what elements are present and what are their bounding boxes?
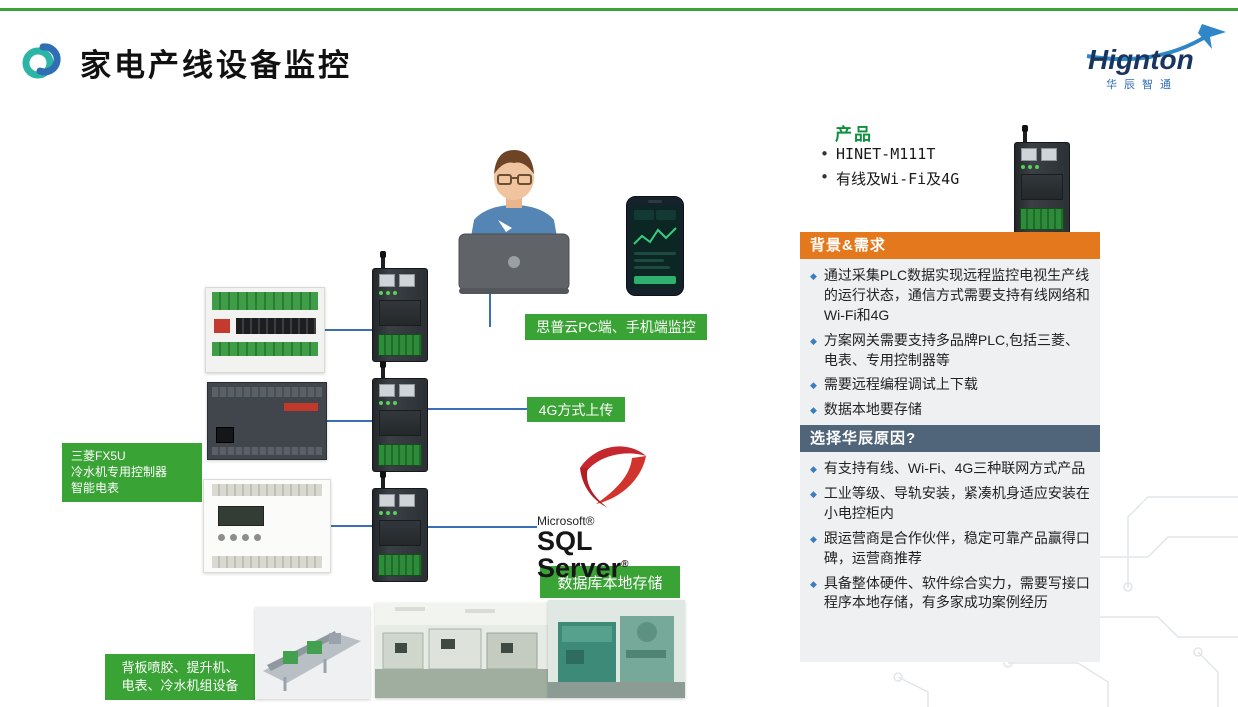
plc-types-line: 冷水机专用控制器 — [71, 465, 168, 480]
microsoft-label: Microsoft® — [537, 514, 595, 528]
dip-switches — [236, 318, 316, 334]
product-item: • HINET-M111T — [820, 145, 936, 163]
requirement-item: ◆ 需要远程编程调试上下载 — [810, 375, 1092, 395]
bullet-diamond-icon: ◆ — [810, 533, 817, 544]
page-title: 家电产线设备监控 — [80, 48, 352, 83]
hinet-gateway-device-2 — [372, 361, 428, 472]
requirement-item: ◆ 数据本地要存储 — [810, 400, 1092, 420]
reason-item: ◆ 有支持有线、Wi-Fi、4G三种联网方式产品 — [810, 459, 1092, 479]
product-item: • 有线及Wi-Fi及4G — [820, 168, 960, 188]
ethernet-port — [216, 427, 234, 443]
background-needs-panel: ◆ 通过采集PLC数据实现远程监控电视生产线的运行状态，通信方式需要支持有线网络… — [800, 259, 1100, 425]
bullet-diamond-icon: ◆ — [810, 405, 817, 416]
background-needs-header: 背景&需求 — [800, 232, 1100, 259]
terminal-block — [378, 444, 422, 466]
bullet-diamond-icon: ◆ — [810, 489, 817, 499]
plc-types-line: 智能电表 — [71, 481, 120, 496]
top-accent-rule — [0, 8, 1238, 11]
company-name: Hignton — [1088, 44, 1194, 75]
bullet-diamond-icon: ◆ — [810, 464, 817, 474]
operator-person-illustration — [458, 150, 570, 294]
antenna-icon — [380, 361, 386, 380]
choose-hignton-header: 选择华辰原因? — [800, 425, 1100, 452]
equipment-types-label: 背板喷胶、提升机、 电表、冷水机组设备 — [105, 654, 255, 701]
plc-device-photo-1 — [205, 287, 325, 373]
bullet-dot-icon: • — [820, 145, 830, 163]
bullet-diamond-icon: ◆ — [810, 578, 817, 589]
bullet-diamond-icon: ◆ — [810, 380, 817, 391]
terminal-block — [212, 556, 322, 568]
sql-server-logo-block: Microsoft® SQL Server® — [537, 436, 687, 582]
terminal-block — [212, 387, 322, 397]
factory-photo-production-line — [375, 603, 548, 698]
terminal-block — [212, 292, 318, 310]
company-tagline: 华辰智通 — [1106, 79, 1178, 91]
bullet-diamond-icon: ◆ — [810, 271, 817, 281]
choose-hignton-panel: ◆ 有支持有线、Wi-Fi、4G三种联网方式产品 ◆ 工业等级、导轨安装，紧凑机… — [800, 452, 1100, 662]
company-logo: Hignton 华辰智通 — [1082, 24, 1232, 91]
product-section-header: 产品 — [835, 125, 873, 144]
mitsubishi-fx5u-plc-photo — [207, 382, 327, 460]
upload-4g-label: 4G方式上传 — [527, 397, 625, 422]
equipment-types-line: 背板喷胶、提升机、 — [121, 660, 239, 675]
product-gateway-photo — [1014, 125, 1070, 236]
lcd-screen — [218, 506, 264, 526]
terminal-block — [212, 342, 318, 356]
antenna-icon — [380, 471, 386, 490]
antenna-icon — [380, 251, 386, 270]
hinet-gateway-device-3 — [372, 471, 428, 582]
bullet-dot-icon: • — [820, 168, 830, 186]
factory-photo-conveyor — [255, 607, 370, 699]
terminal-block — [212, 484, 322, 496]
terminal-block — [378, 554, 422, 576]
reason-item: ◆ 工业等级、导轨安装，紧凑机身适应安装在小电控柜内 — [810, 484, 1092, 524]
antenna-icon — [1022, 125, 1028, 144]
bullet-diamond-icon: ◆ — [810, 335, 817, 346]
component — [214, 319, 230, 333]
sql-server-logo-icon — [580, 446, 646, 508]
mobile-app-phone — [626, 196, 684, 296]
database-local-storage-label: 数据库本地存储 — [540, 566, 680, 598]
requirement-item: ◆ 方案网关需要支持多品牌PLC,包括三菱、电表、专用控制器等 — [810, 331, 1092, 371]
hinet-gateway-device-1 — [372, 251, 428, 362]
requirement-item: ◆ 通过采集PLC数据实现远程监控电视生产线的运行状态，通信方式需要支持有线网络… — [810, 266, 1092, 326]
reason-item: ◆ 跟运营商是合作伙伴，稳定可靠产品赢得口碑，运营商推荐 — [810, 529, 1092, 569]
terminal-block — [212, 447, 322, 455]
smart-meter-photo — [203, 479, 331, 573]
swoosh-icon — [1086, 24, 1226, 62]
cloud-monitor-label: 思普云PC端、手机端监控 — [525, 314, 707, 340]
brand-label — [284, 403, 318, 411]
brand-logo-icon — [22, 43, 61, 79]
reason-item: ◆ 具备整体硬件、软件综合实力，需要写接口程序本地存储，有多家成功案例经历 — [810, 574, 1092, 614]
terminal-block — [1020, 208, 1064, 230]
plc-types-line: 三菱FX5U — [71, 449, 126, 463]
equipment-types-line: 电表、冷水机组设备 — [121, 678, 239, 694]
terminal-block — [378, 334, 422, 356]
sql-server-label: SQL Server® — [537, 526, 629, 583]
factory-photo-chiller-units — [548, 600, 685, 698]
plc-types-label: 三菱FX5U 冷水机专用控制器 智能电表 — [62, 443, 202, 502]
